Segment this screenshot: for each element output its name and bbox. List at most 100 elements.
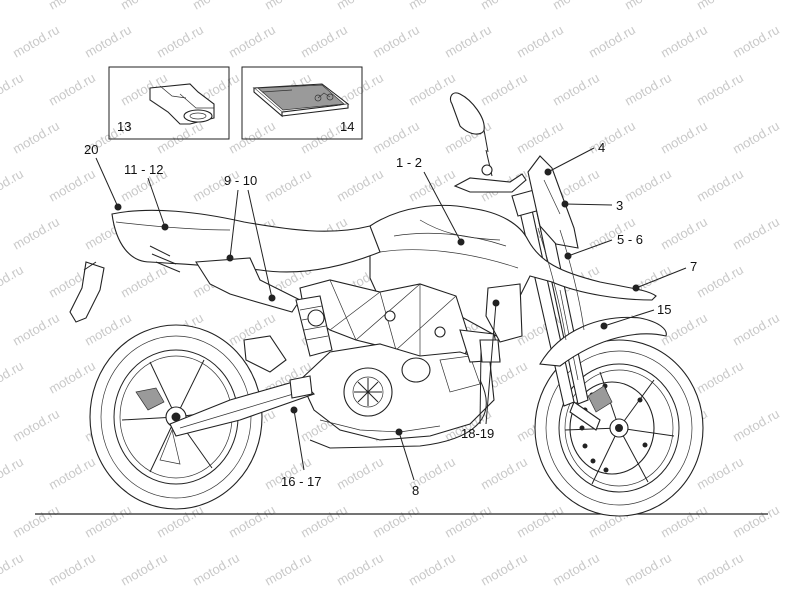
watermark-text: motod.ru	[154, 22, 206, 61]
watermark-text: motod.ru	[514, 118, 566, 157]
watermark-text: motod.ru	[10, 502, 62, 541]
watermark-text: motod.ru	[334, 550, 386, 589]
watermark-text: motod.ru	[10, 406, 62, 445]
watermark-text: motod.ru	[658, 502, 710, 541]
watermark-text: motod.ru	[226, 118, 278, 157]
watermark-text: motod.ru	[190, 0, 242, 13]
watermark-text: motod.ru	[622, 0, 674, 13]
watermark-text: motod.ru	[298, 22, 350, 61]
owners-manual-icon	[252, 83, 350, 118]
watermark-text: motod.ru	[82, 22, 134, 61]
watermark-text: motod.ru	[478, 0, 530, 13]
watermark-text: motod.ru	[46, 550, 98, 589]
callout-4: 4	[598, 140, 605, 155]
handlebar-assembly	[449, 92, 541, 217]
callout-labels: 13 14 20 11 - 12 9 - 10 1 - 2 4 3 5 - 6 …	[84, 119, 697, 498]
exhaust-pipe	[309, 379, 487, 449]
watermark-text: motod.ru	[82, 502, 134, 541]
callout-20: 20	[84, 142, 98, 157]
watermark-text: motod.ru	[442, 22, 494, 61]
watermark-text: motod.ru	[46, 70, 98, 109]
watermark-text: motod.ru	[370, 118, 422, 157]
radiator-shroud	[485, 283, 523, 343]
callout-14: 14	[340, 119, 354, 134]
watermark-text: motod.ru	[550, 0, 602, 13]
watermark-text: motod.ru	[406, 166, 458, 205]
watermark-text: motod.ru	[10, 118, 62, 157]
callout-13: 13	[117, 119, 131, 134]
watermark-text: motod.ru	[370, 22, 422, 61]
callout-18-19: 18-19	[461, 426, 494, 441]
headlight-fairing	[527, 155, 579, 249]
callout-7: 7	[690, 259, 697, 274]
watermark-text: motod.ru	[406, 70, 458, 109]
watermark-text: motod.ru	[226, 502, 278, 541]
front-fender	[539, 316, 667, 367]
watermark-text: motod.ru	[694, 454, 746, 493]
swingarm	[169, 379, 316, 437]
license-plate-holder	[69, 261, 105, 323]
watermark-text: motod.ru	[334, 166, 386, 205]
watermark-text: motod.ru	[658, 214, 710, 253]
watermark-text: motod.ru	[118, 262, 170, 301]
watermark-text: motod.ru	[406, 550, 458, 589]
tool-pouch-icon	[149, 83, 215, 125]
motorcycle-drawing	[69, 92, 704, 517]
inset-box-14	[241, 66, 363, 140]
watermark-text: motod.ru	[0, 358, 26, 397]
watermark-text: motod.ru	[478, 550, 530, 589]
watermark-text: motod.ru	[694, 358, 746, 397]
callout-9-10: 9 - 10	[224, 173, 257, 188]
watermark-text: motod.ru	[622, 550, 674, 589]
watermark-text: motod.ru	[0, 70, 26, 109]
watermark-text: motod.ru	[226, 22, 278, 61]
watermark-text: motod.ru	[46, 0, 98, 13]
watermark-text: motod.ru	[694, 262, 746, 301]
watermark-text: motod.ru	[694, 550, 746, 589]
watermark-text: motod.ru	[514, 502, 566, 541]
watermark-text: motod.ru	[0, 166, 26, 205]
watermark-text: motod.ru	[334, 0, 386, 13]
callout-15: 15	[657, 302, 671, 317]
watermark-text: motod.ru	[730, 214, 782, 253]
watermark-text: motod.ru	[514, 22, 566, 61]
watermark-text: motod.ru	[586, 22, 638, 61]
watermark-text: motod.ru	[46, 358, 98, 397]
callout-8: 8	[412, 483, 419, 498]
watermark-text: motod.ru	[730, 22, 782, 61]
inset-box-13	[108, 66, 230, 140]
watermark-text: motod.ru	[0, 262, 26, 301]
watermark-text: motod.ru	[334, 454, 386, 493]
watermark-text: motod.ru	[262, 0, 314, 13]
watermark-text: motod.ru	[550, 70, 602, 109]
watermark-text: motod.ru	[694, 0, 746, 13]
watermark-text: motod.ru	[46, 166, 98, 205]
watermark-text: motod.ru	[262, 550, 314, 589]
watermark-text: motod.ru	[118, 0, 170, 13]
watermark-text: motod.ru	[730, 406, 782, 445]
callout-16-17: 16 - 17	[281, 474, 321, 489]
footpeg-bracket	[243, 335, 287, 373]
callout-11-12: 11 - 12	[124, 162, 164, 177]
callout-3: 3	[616, 198, 623, 213]
seat-tail-unit	[111, 209, 381, 273]
watermark-text: motod.ru	[370, 502, 422, 541]
watermark-text: motod.ru	[658, 118, 710, 157]
watermark-text: motod.ru	[586, 118, 638, 157]
watermark-text: motod.ru	[10, 22, 62, 61]
rear-grill-vents	[149, 245, 181, 273]
watermark-text: motod.ru	[442, 502, 494, 541]
watermark-text: motod.ru	[478, 454, 530, 493]
watermark-text: motod.ru	[0, 550, 26, 589]
watermark-text: motod.ru	[10, 310, 62, 349]
watermark-text: motod.ru	[694, 166, 746, 205]
watermark-text: motod.ru	[0, 0, 26, 13]
watermark-text: motod.ru	[622, 70, 674, 109]
watermark-text: motod.ru	[0, 454, 26, 493]
watermark-text: motod.ru	[694, 70, 746, 109]
callout-1-2: 1 - 2	[396, 155, 422, 170]
watermark-text: motod.ru	[118, 550, 170, 589]
watermark-text: motod.ru	[46, 454, 98, 493]
watermark-text: motod.ru	[478, 70, 530, 109]
